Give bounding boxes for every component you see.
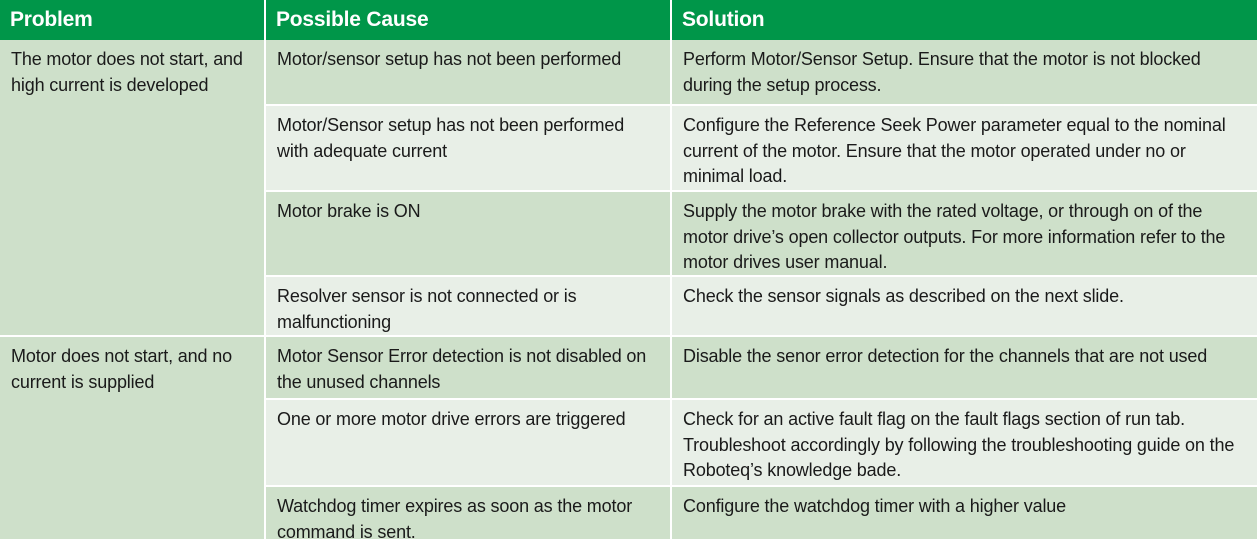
table-header-row: Problem Possible Cause Solution bbox=[0, 0, 1257, 40]
problem-cell: The motor does not start, and high curre… bbox=[0, 40, 264, 335]
cause-cell: Motor/sensor setup has not been performe… bbox=[266, 40, 670, 104]
solution-cell: Disable the senor error detection for th… bbox=[672, 337, 1257, 398]
cause-cell: Motor/Sensor setup has not been performe… bbox=[266, 106, 670, 190]
solution-cell: Check the sensor signals as described on… bbox=[672, 277, 1257, 335]
solution-cell: Check for an active fault flag on the fa… bbox=[672, 400, 1257, 485]
cause-cell: Watchdog timer expires as soon as the mo… bbox=[266, 487, 670, 539]
column-header-possible-cause: Possible Cause bbox=[266, 0, 670, 40]
cause-cell: Motor brake is ON bbox=[266, 192, 670, 275]
column-header-problem: Problem bbox=[0, 0, 264, 40]
solution-cell: Configure the Reference Seek Power param… bbox=[672, 106, 1257, 190]
table-body: The motor does not start, and high curre… bbox=[0, 40, 1257, 539]
solution-cell: Perform Motor/Sensor Setup. Ensure that … bbox=[672, 40, 1257, 104]
solution-cell: Supply the motor brake with the rated vo… bbox=[672, 192, 1257, 275]
cause-cell: One or more motor drive errors are trigg… bbox=[266, 400, 670, 485]
column-header-solution: Solution bbox=[672, 0, 1257, 40]
cause-cell: Resolver sensor is not connected or is m… bbox=[266, 277, 670, 335]
solution-cell: Configure the watchdog timer with a high… bbox=[672, 487, 1257, 539]
problem-cell: Motor does not start, and no current is … bbox=[0, 337, 264, 539]
cause-cell: Motor Sensor Error detection is not disa… bbox=[266, 337, 670, 398]
